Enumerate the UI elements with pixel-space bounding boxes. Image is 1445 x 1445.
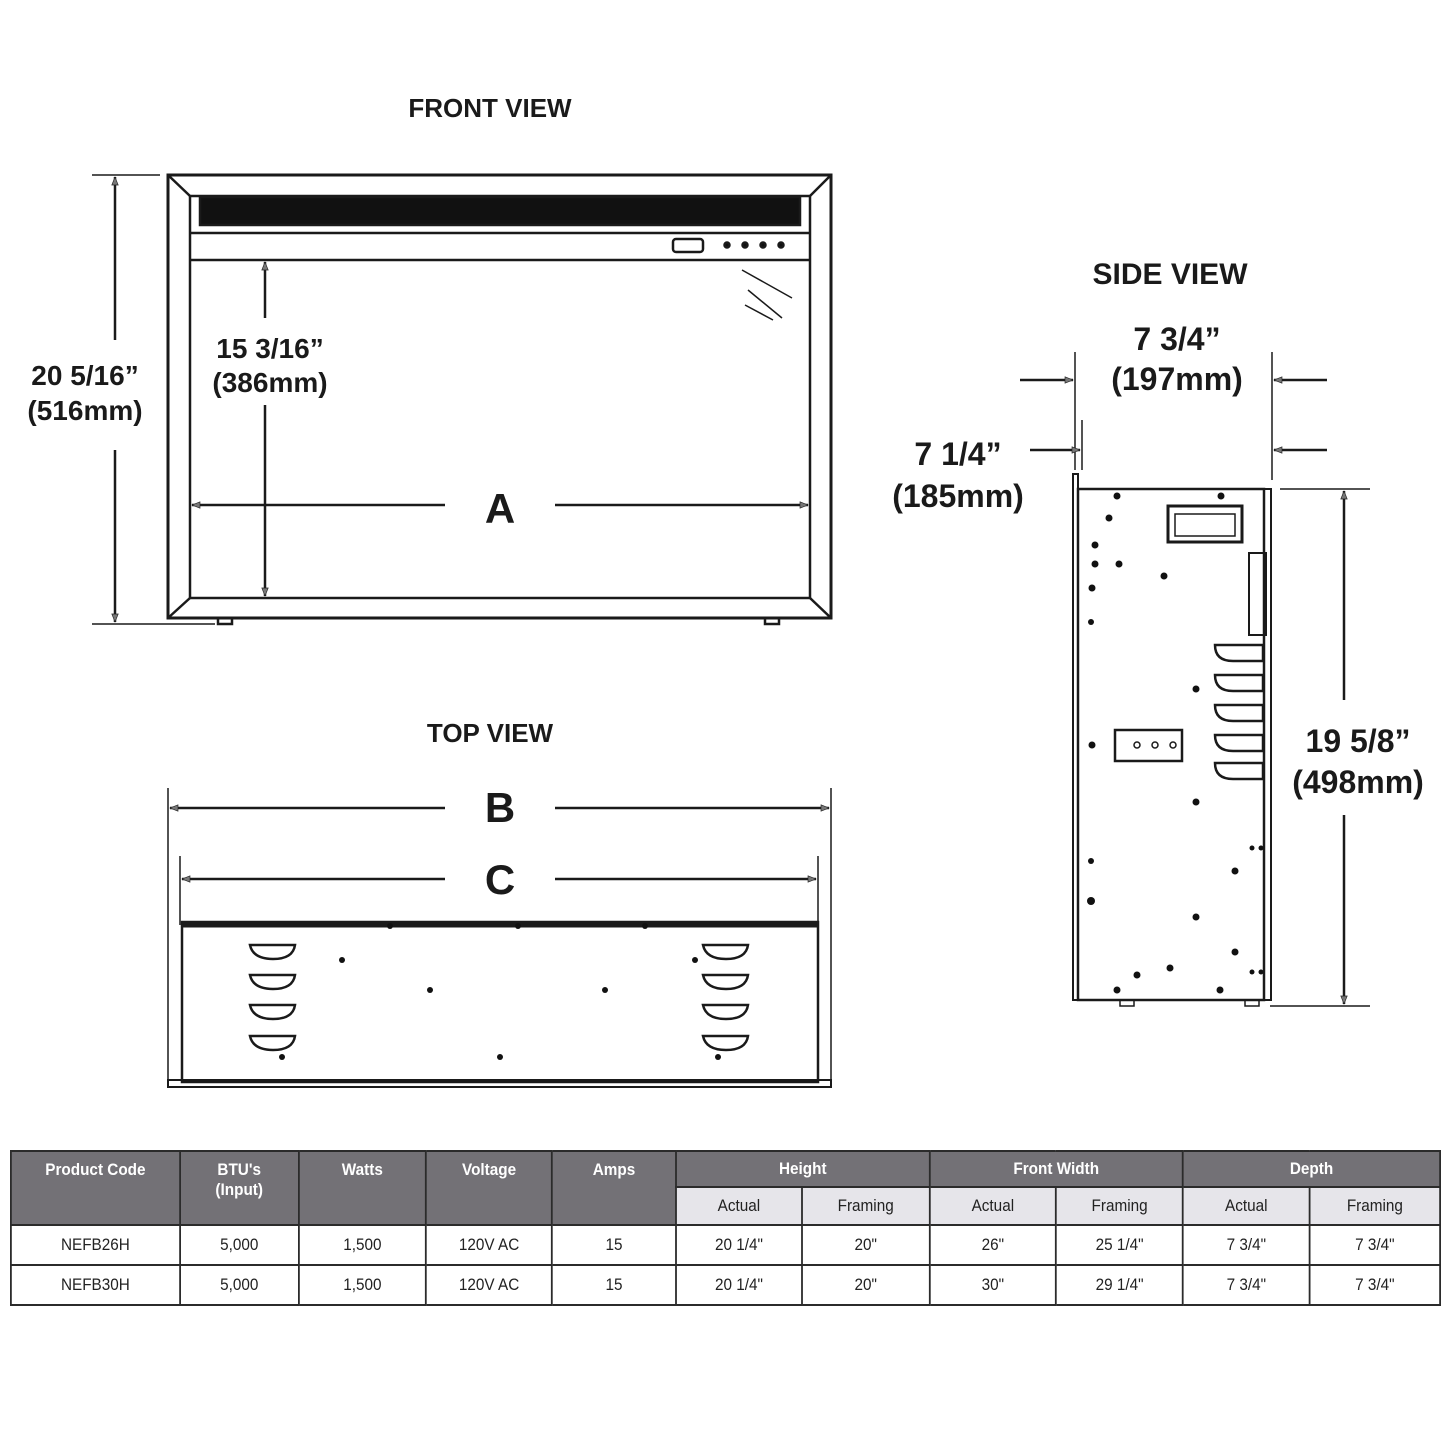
header-height-framing: Framing xyxy=(800,1186,931,1226)
cell-btu: 5,000 xyxy=(178,1264,300,1306)
header-depth-actual: Actual xyxy=(1182,1186,1311,1226)
header-watts: Watts xyxy=(297,1150,428,1226)
front-height-mm: (516mm) xyxy=(27,395,142,426)
specifications-table: Product Code BTU's(Input) Watts Voltage … xyxy=(10,1150,1441,1306)
dimension-c-label: C xyxy=(485,856,515,903)
dimension-b-label: B xyxy=(485,784,515,831)
header-depth-framing: Framing xyxy=(1308,1186,1441,1226)
cell-height-actual: 20 1/4" xyxy=(675,1224,803,1266)
inner-depth-label: 7 1/4” xyxy=(914,436,1001,472)
cell-voltage: 120V AC xyxy=(425,1224,553,1266)
front-view-title: FRONT VIEW xyxy=(408,93,572,123)
cell-amps: 15 xyxy=(551,1264,677,1306)
cell-depth-actual: 7 3/4" xyxy=(1182,1224,1311,1266)
cell-height-framing: 20" xyxy=(800,1224,931,1266)
table-row: NEFB30H 5,000 1,500 120V AC 15 20 1/4" 2… xyxy=(10,1264,1441,1306)
cell-depth-actual: 7 3/4" xyxy=(1182,1264,1311,1306)
cell-width-actual: 26" xyxy=(928,1224,1058,1266)
header-btu-label: BTU's xyxy=(217,1160,262,1179)
cell-width-framing: 29 1/4" xyxy=(1055,1264,1184,1306)
header-front-width: Front Width xyxy=(928,1150,1184,1188)
cell-watts: 1,500 xyxy=(297,1264,428,1306)
cell-product-code: NEFB30H xyxy=(10,1264,181,1306)
side-depth-label: 7 3/4” xyxy=(1133,321,1220,357)
cell-voltage: 120V AC xyxy=(425,1264,553,1306)
header-depth: Depth xyxy=(1182,1150,1441,1188)
table-row: NEFB26H 5,000 1,500 120V AC 15 20 1/4" 2… xyxy=(10,1224,1441,1266)
header-row: Product Code BTU's(Input) Watts Voltage … xyxy=(10,1150,1441,1226)
header-btu: BTU's(Input) xyxy=(178,1150,300,1226)
side-view-drawing xyxy=(1020,352,1370,1007)
inner-height-mm: (386mm) xyxy=(212,367,327,398)
control-switch-icon xyxy=(671,237,705,254)
header-height-actual: Actual xyxy=(675,1186,803,1226)
side-view-title: SIDE VIEW xyxy=(1092,258,1248,291)
top-view-drawing xyxy=(167,788,832,1088)
cell-btu: 5,000 xyxy=(178,1224,300,1266)
cell-product-code: NEFB26H xyxy=(10,1224,181,1266)
header-width-framing: Framing xyxy=(1055,1186,1184,1226)
subheader-row: Actual Framing Actual Framing Actual Fra… xyxy=(11,1186,1441,1226)
cell-depth-framing: 7 3/4" xyxy=(1308,1264,1441,1306)
fireplace-drawings: FRONT VIEW 20 5/16” (516mm) 15 3/16” (38… xyxy=(27,93,1424,1088)
cell-depth-framing: 7 3/4" xyxy=(1308,1224,1441,1266)
front-view-drawing xyxy=(92,173,833,626)
cell-watts: 1,500 xyxy=(297,1224,428,1266)
cell-width-framing: 25 1/4" xyxy=(1055,1224,1184,1266)
inner-height-label: 15 3/16” xyxy=(216,333,323,364)
header-width-actual: Actual xyxy=(928,1186,1058,1226)
front-height-label: 20 5/16” xyxy=(31,360,138,391)
cell-width-actual: 30" xyxy=(928,1264,1058,1306)
inner-depth-mm: (185mm) xyxy=(892,478,1024,514)
header-btu-sub: (Input) xyxy=(215,1180,263,1199)
header-voltage: Voltage xyxy=(425,1150,553,1226)
cell-amps: 15 xyxy=(551,1224,677,1266)
header-product-code: Product Code xyxy=(10,1150,181,1226)
side-depth-mm: (197mm) xyxy=(1111,361,1243,397)
cell-height-actual: 20 1/4" xyxy=(675,1264,803,1306)
side-height-mm: (498mm) xyxy=(1292,764,1424,800)
cell-height-framing: 20" xyxy=(800,1264,931,1306)
side-height-label: 19 5/8” xyxy=(1306,723,1411,759)
header-amps: Amps xyxy=(551,1150,677,1226)
dimension-a-label: A xyxy=(485,485,515,532)
header-height: Height xyxy=(675,1150,931,1188)
top-view-title: TOP VIEW xyxy=(427,718,554,748)
